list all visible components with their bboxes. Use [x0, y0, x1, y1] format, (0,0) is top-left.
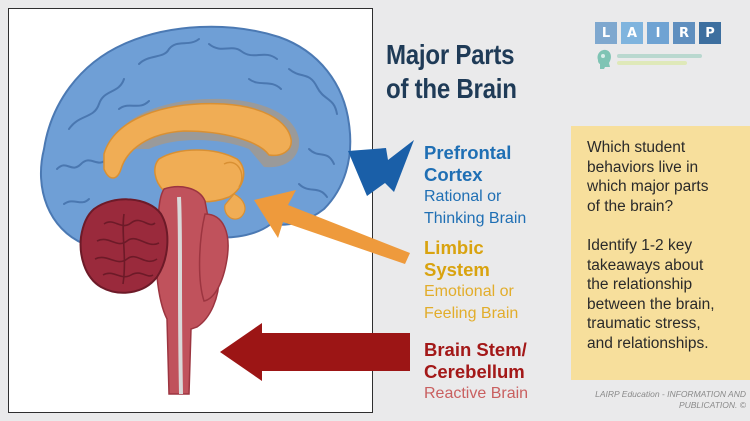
limbic-desc-line2: Feeling Brain	[424, 305, 519, 322]
logo-letter-r: R	[673, 22, 695, 44]
limbic-heading-line2: System	[424, 259, 490, 280]
q2-line: the relationship	[587, 276, 693, 293]
logo-letter-i: I	[647, 22, 669, 44]
prefrontal-desc-line1: Rational or	[424, 188, 502, 205]
limbic-system-label: Limbic System Emotional or Feeling Brain	[424, 237, 518, 325]
brainstem-desc-line1: Reactive Brain	[424, 385, 529, 402]
footer-line1: LAIRP Education - INFORMATION AND	[595, 389, 746, 399]
logo-letters: L A I R P	[595, 22, 725, 44]
question-box: Which student behaviors live in which ma…	[571, 126, 750, 380]
prefrontal-heading-line1: Prefrontal	[424, 142, 512, 163]
brain-illustration	[8, 8, 373, 413]
pons-shape	[198, 213, 229, 302]
blue-arrow	[348, 140, 414, 196]
prefrontal-desc-line2: Thinking Brain	[424, 210, 527, 227]
q2-line: between the brain,	[587, 295, 715, 313]
logo-letter-p: P	[699, 22, 721, 44]
brainstem-heading-line1: Brain Stem/	[424, 339, 527, 360]
brain-stem-label: Brain Stem/ Cerebellum Reactive Brain	[424, 339, 528, 405]
q1-line: of the brain?	[587, 197, 674, 215]
q1-line: which major parts	[587, 178, 709, 195]
footer-line2: PUBLICATION. ©	[678, 400, 746, 410]
lairp-logo: L A I R P	[595, 22, 725, 82]
cerebellum-shape	[79, 198, 169, 294]
brain-diagram-svg	[40, 25, 352, 395]
slide-title: Major Parts of the Brain	[386, 39, 517, 104]
question-1: Which student behaviors live in which ma…	[587, 138, 744, 216]
q2-line: and relationships.	[587, 334, 709, 352]
logo-letter-a: A	[621, 22, 643, 44]
prefrontal-heading-line2: Cortex	[424, 164, 483, 185]
limbic-shape	[103, 102, 292, 179]
q2-line: Identify 1-2 key	[587, 237, 693, 254]
q1-line: behaviors live in	[587, 158, 699, 176]
q1-line: Which student	[587, 139, 686, 156]
limbic-heading-line1: Limbic	[424, 237, 484, 258]
prefrontal-cortex-label: Prefrontal Cortex Rational or Thinking B…	[424, 142, 526, 230]
question-2: Identify 1-2 key takeaways about the rel…	[587, 236, 744, 353]
head-icon	[597, 49, 611, 69]
orange-arrow	[254, 190, 410, 264]
gyri-lines	[56, 38, 338, 205]
red-arrow	[220, 323, 410, 381]
q2-line: takeaways about	[587, 256, 704, 274]
q2-line: traumatic stress,	[587, 315, 701, 332]
logo-tagline	[595, 48, 725, 70]
copyright-footer: LAIRP Education - INFORMATION AND PUBLIC…	[586, 389, 746, 411]
logo-letter-l: L	[595, 22, 617, 44]
limbic-desc-line1: Emotional or	[424, 283, 514, 300]
brainstem-heading-line2: Cerebellum	[424, 361, 525, 382]
